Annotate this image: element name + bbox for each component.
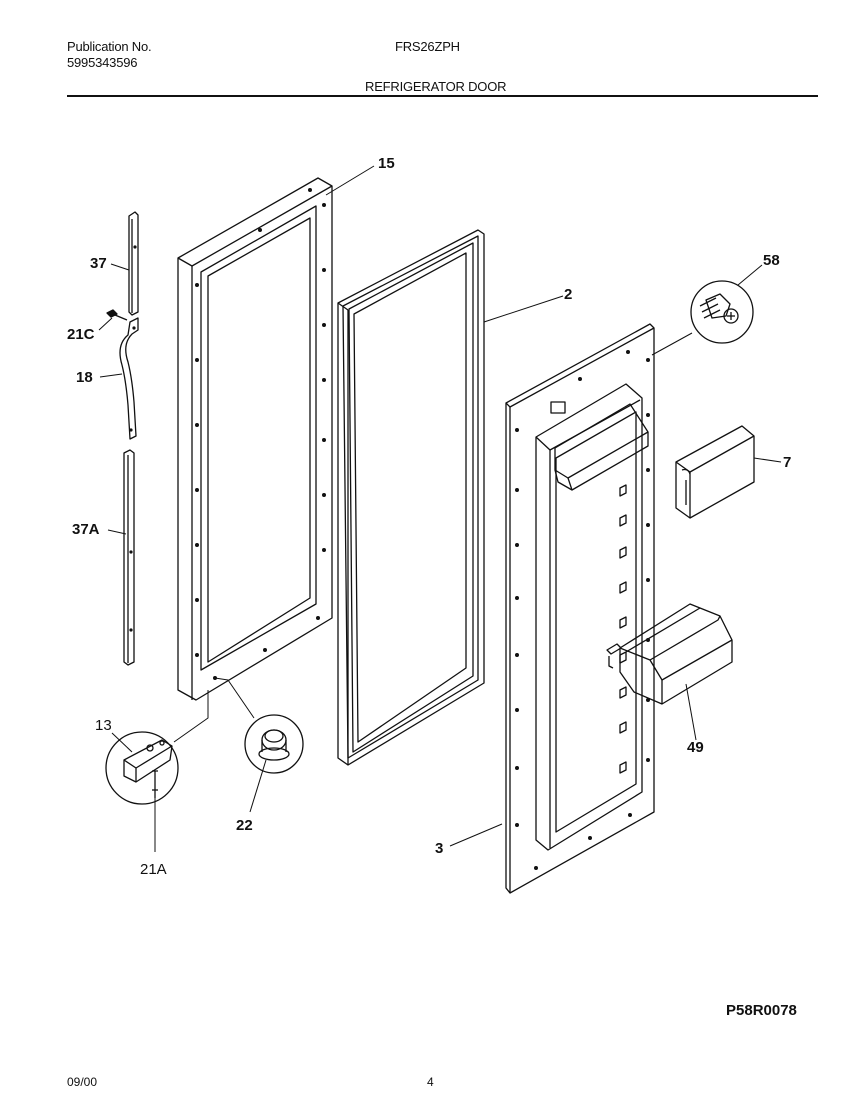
callout-15: 15 [378, 155, 395, 172]
hinge-part-18 [119, 317, 139, 440]
callout-3: 3 [435, 840, 443, 857]
door-gasket-part-2 [337, 229, 485, 766]
drawing-code: P58R0078 [726, 1002, 797, 1019]
model-number: FRS26ZPH [395, 39, 460, 54]
cap-detail-part-22 [244, 714, 304, 774]
callout-7: 7 [783, 454, 791, 471]
dairy-door-part-7 [675, 425, 755, 519]
section-title: REFRIGERATOR DOOR [365, 79, 507, 94]
publication-number: 5995343596 [67, 55, 138, 70]
callout-13: 13 [95, 717, 112, 734]
door-bin-part-49 [606, 603, 733, 705]
publication-label: Publication No. [67, 39, 152, 54]
door-liner-part-3 [505, 323, 655, 894]
callout-37: 37 [90, 255, 107, 272]
callout-21c: 21C [67, 326, 95, 343]
footer-date: 09/00 [67, 1075, 98, 1089]
callout-22: 22 [236, 817, 253, 834]
header-rule [67, 95, 818, 97]
leader-lines [98, 165, 782, 852]
callout-37a: 37A [72, 521, 100, 538]
callout-21a: 21A [140, 861, 167, 878]
hinge-cover-part-37 [128, 211, 139, 316]
screw-part-21c [106, 309, 128, 321]
screw-detail-part-58 [690, 280, 754, 344]
callout-18: 18 [76, 369, 93, 386]
page-number: 4 [427, 1075, 434, 1089]
callout-58: 58 [763, 252, 780, 269]
callout-49: 49 [687, 739, 704, 756]
hinge-bracket-detail-part-13 [105, 731, 179, 805]
callout-2: 2 [564, 286, 572, 303]
door-frame-part-15 [177, 177, 333, 701]
hinge-cover-part-37a [123, 449, 135, 666]
